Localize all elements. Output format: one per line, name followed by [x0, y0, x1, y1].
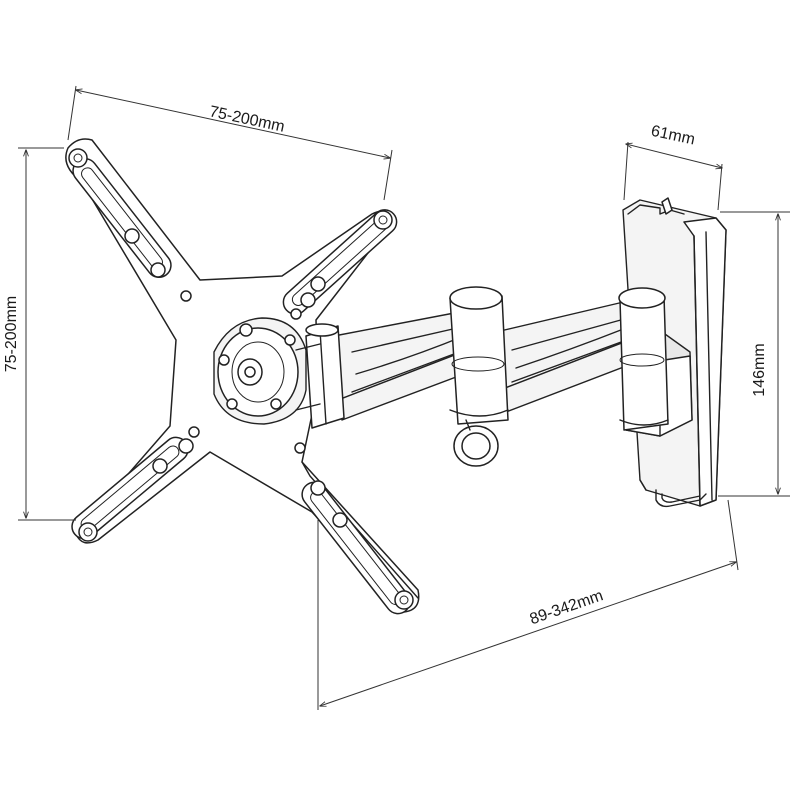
second-arm: [495, 299, 643, 413]
dimension-top: [67, 85, 393, 201]
dimension-depth: [623, 141, 722, 211]
dimension-left-label: 75-200mm: [3, 296, 20, 372]
wall-joint: [618, 287, 669, 431]
middle-joint: [449, 286, 509, 467]
dimension-extension-label: 89-342mm: [528, 587, 606, 628]
dimension-wall-height: [718, 211, 790, 497]
tilt-joint: [295, 323, 345, 429]
dimension-depth-label: 61mm: [649, 123, 696, 149]
dimension-left: [18, 147, 76, 521]
dimension-wall-height-label: 146mm: [751, 343, 768, 396]
vesa-slots: [68, 148, 414, 615]
center-hub: [180, 290, 307, 454]
dimension-top-label: 75-200mm: [208, 103, 286, 136]
dimension-extension: [317, 499, 739, 710]
